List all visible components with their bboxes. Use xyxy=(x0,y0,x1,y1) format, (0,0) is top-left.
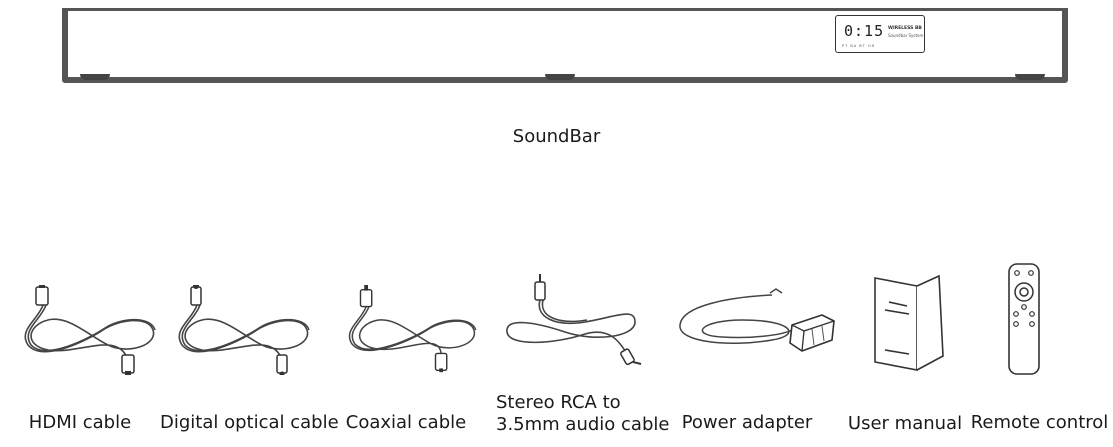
rca-cable-icon xyxy=(506,274,642,366)
caption-power-adapter: Power adapter xyxy=(681,412,813,433)
coaxial-cable-icon xyxy=(348,285,477,373)
caption-rca-line1: Stereo RCA to xyxy=(496,392,621,413)
caption-hdmi-cable: HDMI cable xyxy=(28,412,132,433)
soundbar-right-cap xyxy=(1062,8,1068,80)
power-adapter-icon xyxy=(679,288,835,352)
caption-digital-optical-cable: Digital optical cable xyxy=(160,412,339,433)
soundbar-illustration: 0:15 WIRELESS BB Soundbar System PT BA B… xyxy=(62,8,1068,83)
display-indicators: PT BA BT OH xyxy=(842,44,876,48)
remote-control-icon xyxy=(1008,263,1040,375)
caption-coaxial-cable: Coaxial cable xyxy=(345,412,467,433)
soundbar-foot-right xyxy=(1015,74,1045,80)
optical-cable-icon xyxy=(178,285,310,375)
hdmi-cable-icon xyxy=(24,285,156,375)
caption-rca-line2: 3.5mm audio cable xyxy=(496,414,670,435)
soundbar-label: SoundBar xyxy=(512,126,601,147)
caption-rca-cable: Stereo RCA to 3.5mm audio cable xyxy=(496,392,670,436)
display-brand: WIRELESS BB xyxy=(888,26,922,31)
display-brand-subtitle: Soundbar System xyxy=(888,33,924,38)
soundbar-left-cap xyxy=(62,8,68,80)
display-digits: 0:15 xyxy=(844,22,885,40)
caption-user-manual: User manual xyxy=(847,413,963,434)
soundbar-foot-left xyxy=(80,74,110,80)
soundbar-display-panel: 0:15 WIRELESS BB Soundbar System PT BA B… xyxy=(835,15,925,53)
caption-remote-control: Remote control xyxy=(970,412,1109,433)
soundbar-foot-center xyxy=(545,74,575,80)
user-manual-icon xyxy=(874,274,944,371)
